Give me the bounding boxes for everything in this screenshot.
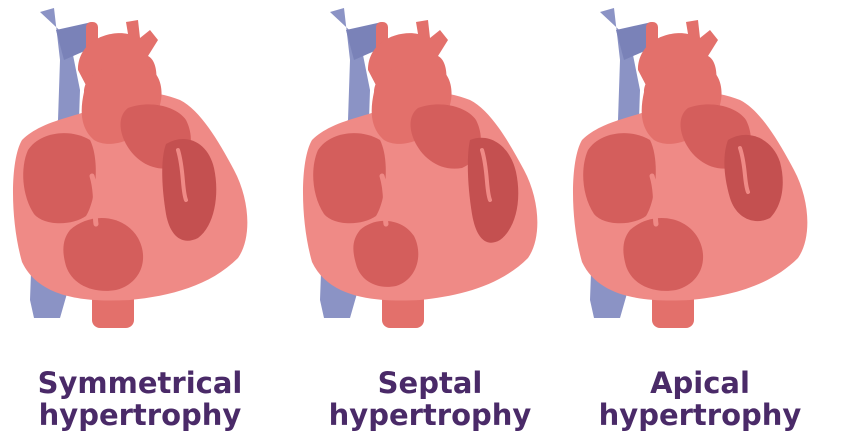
heart-apical-illustration <box>560 0 841 340</box>
caption-line-1: Apical <box>560 367 840 399</box>
caption-apical: Apical hypertrophy <box>560 367 840 431</box>
right-ventricle <box>353 221 418 287</box>
caption-line-2: hypertrophy <box>560 399 840 431</box>
caption-line-2: hypertrophy <box>0 399 280 431</box>
panel-apical: Apical hypertrophy <box>560 0 841 439</box>
caption-line-1: Symmetrical <box>0 367 280 399</box>
heart-septal-illustration <box>290 0 570 340</box>
caption-septal: Septal hypertrophy <box>290 367 570 431</box>
caption-symmetrical: Symmetrical hypertrophy <box>0 367 280 431</box>
panel-symmetrical: Symmetrical hypertrophy <box>0 0 280 439</box>
caption-line-1: Septal <box>290 367 570 399</box>
panel-septal: Septal hypertrophy <box>290 0 570 439</box>
left-ventricle <box>162 139 216 241</box>
caption-line-2: hypertrophy <box>290 399 570 431</box>
heart-symmetrical-illustration <box>0 0 280 340</box>
